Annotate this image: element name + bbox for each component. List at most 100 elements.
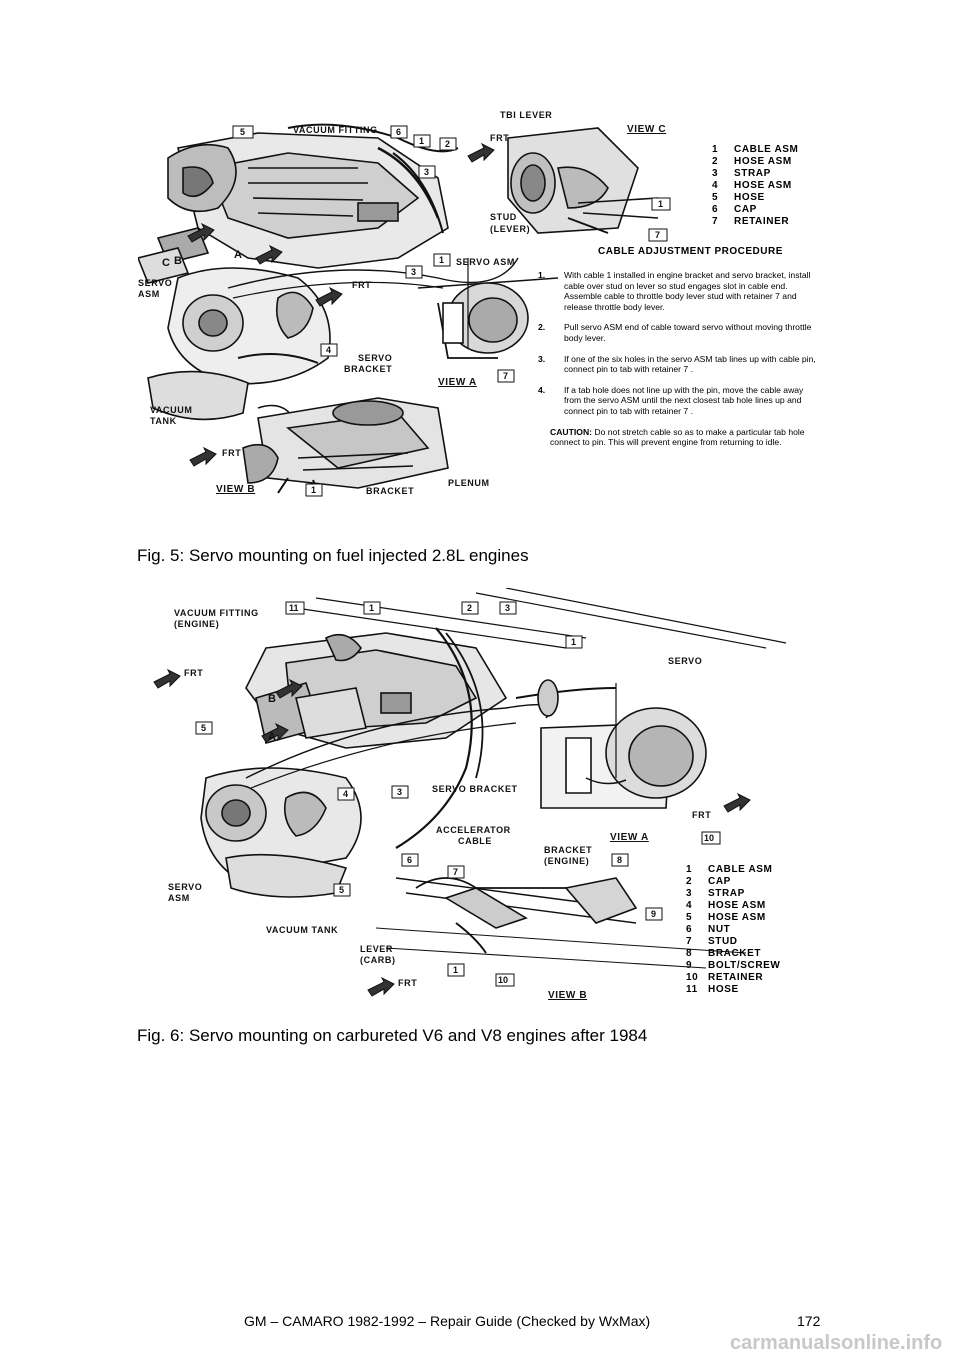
svg-text:6: 6 xyxy=(396,127,401,137)
label-vacuum-tank: VACUUM xyxy=(150,405,192,415)
figure-5-drawing: 5 6 1 2 3 1 3 4 7 1 1 7 VACUUM FITTING F… xyxy=(138,110,671,497)
svg-text:7: 7 xyxy=(503,371,508,381)
label-accelerator-cable: ACCELERATOR xyxy=(436,825,511,835)
label-servo-bracket-2: BRACKET xyxy=(344,364,392,374)
label-bracket-engine: BRACKET xyxy=(544,845,592,855)
label-frt-1: FRT xyxy=(184,668,203,678)
label-servo-asm: SERVO ASM xyxy=(456,257,515,267)
procedure-step: 1.With cable 1 installed in engine brack… xyxy=(538,270,811,312)
svg-text:1: 1 xyxy=(419,136,424,146)
label-frt-3: FRT xyxy=(398,978,417,988)
procedure-step: 4.If a tab hole does not line up with th… xyxy=(538,384,804,416)
label-a: A xyxy=(234,249,243,261)
svg-text:1: 1 xyxy=(658,199,663,209)
frt-arrow-icon xyxy=(153,668,181,689)
svg-text:9: 9 xyxy=(651,909,656,919)
svg-text:2: 2 xyxy=(467,603,472,613)
label-vacuum-fitting: VACUUM FITTING xyxy=(174,608,259,618)
label-servo: SERVO xyxy=(668,656,702,666)
svg-text:3: 3 xyxy=(397,787,402,797)
label-view-b: VIEW B xyxy=(216,484,255,495)
label-frt-1: FRT xyxy=(490,133,509,143)
label-frt-2: FRT xyxy=(692,810,711,820)
svg-text:10: 10 xyxy=(498,975,508,985)
svg-text:10: 10 xyxy=(704,833,714,843)
svg-text:4: 4 xyxy=(343,789,348,799)
watermark: carmanualsonline.info xyxy=(730,1332,943,1354)
label-vacuum-tank-2: TANK xyxy=(150,416,177,426)
label-servo-asm: SERVO xyxy=(168,882,202,892)
page-number: 172 xyxy=(797,1313,821,1329)
svg-text:5: 5 xyxy=(339,885,344,895)
svg-text:3: 3 xyxy=(411,267,416,277)
label-frt-3: FRT xyxy=(222,448,241,458)
label-stud: STUD xyxy=(490,212,517,222)
frt-arrow-icon xyxy=(467,142,495,163)
svg-text:3: 3 xyxy=(505,603,510,613)
caution-label: CAUTION: xyxy=(550,426,593,437)
svg-text:1: 1 xyxy=(369,603,374,613)
procedure-step: 3.If one of the six holes in the servo A… xyxy=(538,353,816,375)
figure-6-drawing: 11 1 2 3 1 5 4 3 5 6 7 8 9 10 1 10 VACUU… xyxy=(153,588,787,1001)
label-frt-2: FRT xyxy=(352,280,371,290)
label-vacuum-tank: VACUUM TANK xyxy=(266,925,338,935)
svg-text:7: 7 xyxy=(655,230,660,240)
label-view-a: VIEW A xyxy=(610,832,649,843)
procedure-title: CABLE ADJUSTMENT PROCEDURE xyxy=(598,246,783,257)
label-accelerator-cable-2: CABLE xyxy=(458,836,492,846)
svg-text:2: 2 xyxy=(445,139,450,149)
label-servo-asm-left: SERVO xyxy=(138,278,172,288)
figure-5-caption: Fig. 5: Servo mounting on fuel injected … xyxy=(137,546,529,565)
figure-6: 11 1 2 3 1 5 4 3 5 6 7 8 9 10 1 10 VACUU… xyxy=(146,588,822,1018)
label-c: C xyxy=(162,257,171,269)
page-footer-title: GM – CAMARO 1982-1992 – Repair Guide (Ch… xyxy=(244,1313,651,1329)
svg-text:1: 1 xyxy=(453,965,458,975)
label-lever-carb: LEVER xyxy=(360,944,393,954)
label-plenum: PLENUM xyxy=(448,478,490,488)
label-view-a: VIEW A xyxy=(438,377,477,388)
procedure-step: 2.Pull servo ASM end of cable toward ser… xyxy=(538,322,812,343)
label-servo-bracket: SERVO BRACKET xyxy=(432,784,518,794)
label-servo-asm-left-2: ASM xyxy=(138,289,160,299)
svg-text:3: 3 xyxy=(424,167,429,177)
svg-text:6: 6 xyxy=(407,855,412,865)
label-servo-asm-2: ASM xyxy=(168,893,190,903)
svg-text:1: 1 xyxy=(311,485,316,495)
caution-note: CAUTION: Do not stretch cable so as to m… xyxy=(538,427,822,448)
label-vacuum-fitting: VACUUM FITTING xyxy=(293,125,378,135)
label-a: A xyxy=(268,731,277,743)
svg-text:7: 7 xyxy=(453,867,458,877)
label-tbi-lever: TBI LEVER xyxy=(500,110,552,120)
figure-6-caption: Fig. 6: Servo mounting on carbureted V6 … xyxy=(137,1026,648,1045)
label-b: B xyxy=(268,693,277,705)
caution-text: Do not stretch cable so as to make a par… xyxy=(550,426,805,448)
svg-text:5: 5 xyxy=(201,723,206,733)
frt-arrow-icon xyxy=(367,976,395,997)
svg-text:8: 8 xyxy=(617,855,622,865)
figure-5: 5 6 1 2 3 1 3 4 7 1 1 7 VACUUM FITTING F… xyxy=(138,108,825,540)
svg-text:11: 11 xyxy=(289,603,299,613)
svg-text:1: 1 xyxy=(571,637,576,647)
frt-arrow-icon xyxy=(189,446,217,467)
frt-arrow-icon xyxy=(723,792,751,813)
label-view-b: VIEW B xyxy=(548,990,587,1001)
frt-arrow-icon xyxy=(315,286,343,307)
label-bracket: BRACKET xyxy=(366,486,414,496)
label-view-c: VIEW C xyxy=(627,124,666,135)
